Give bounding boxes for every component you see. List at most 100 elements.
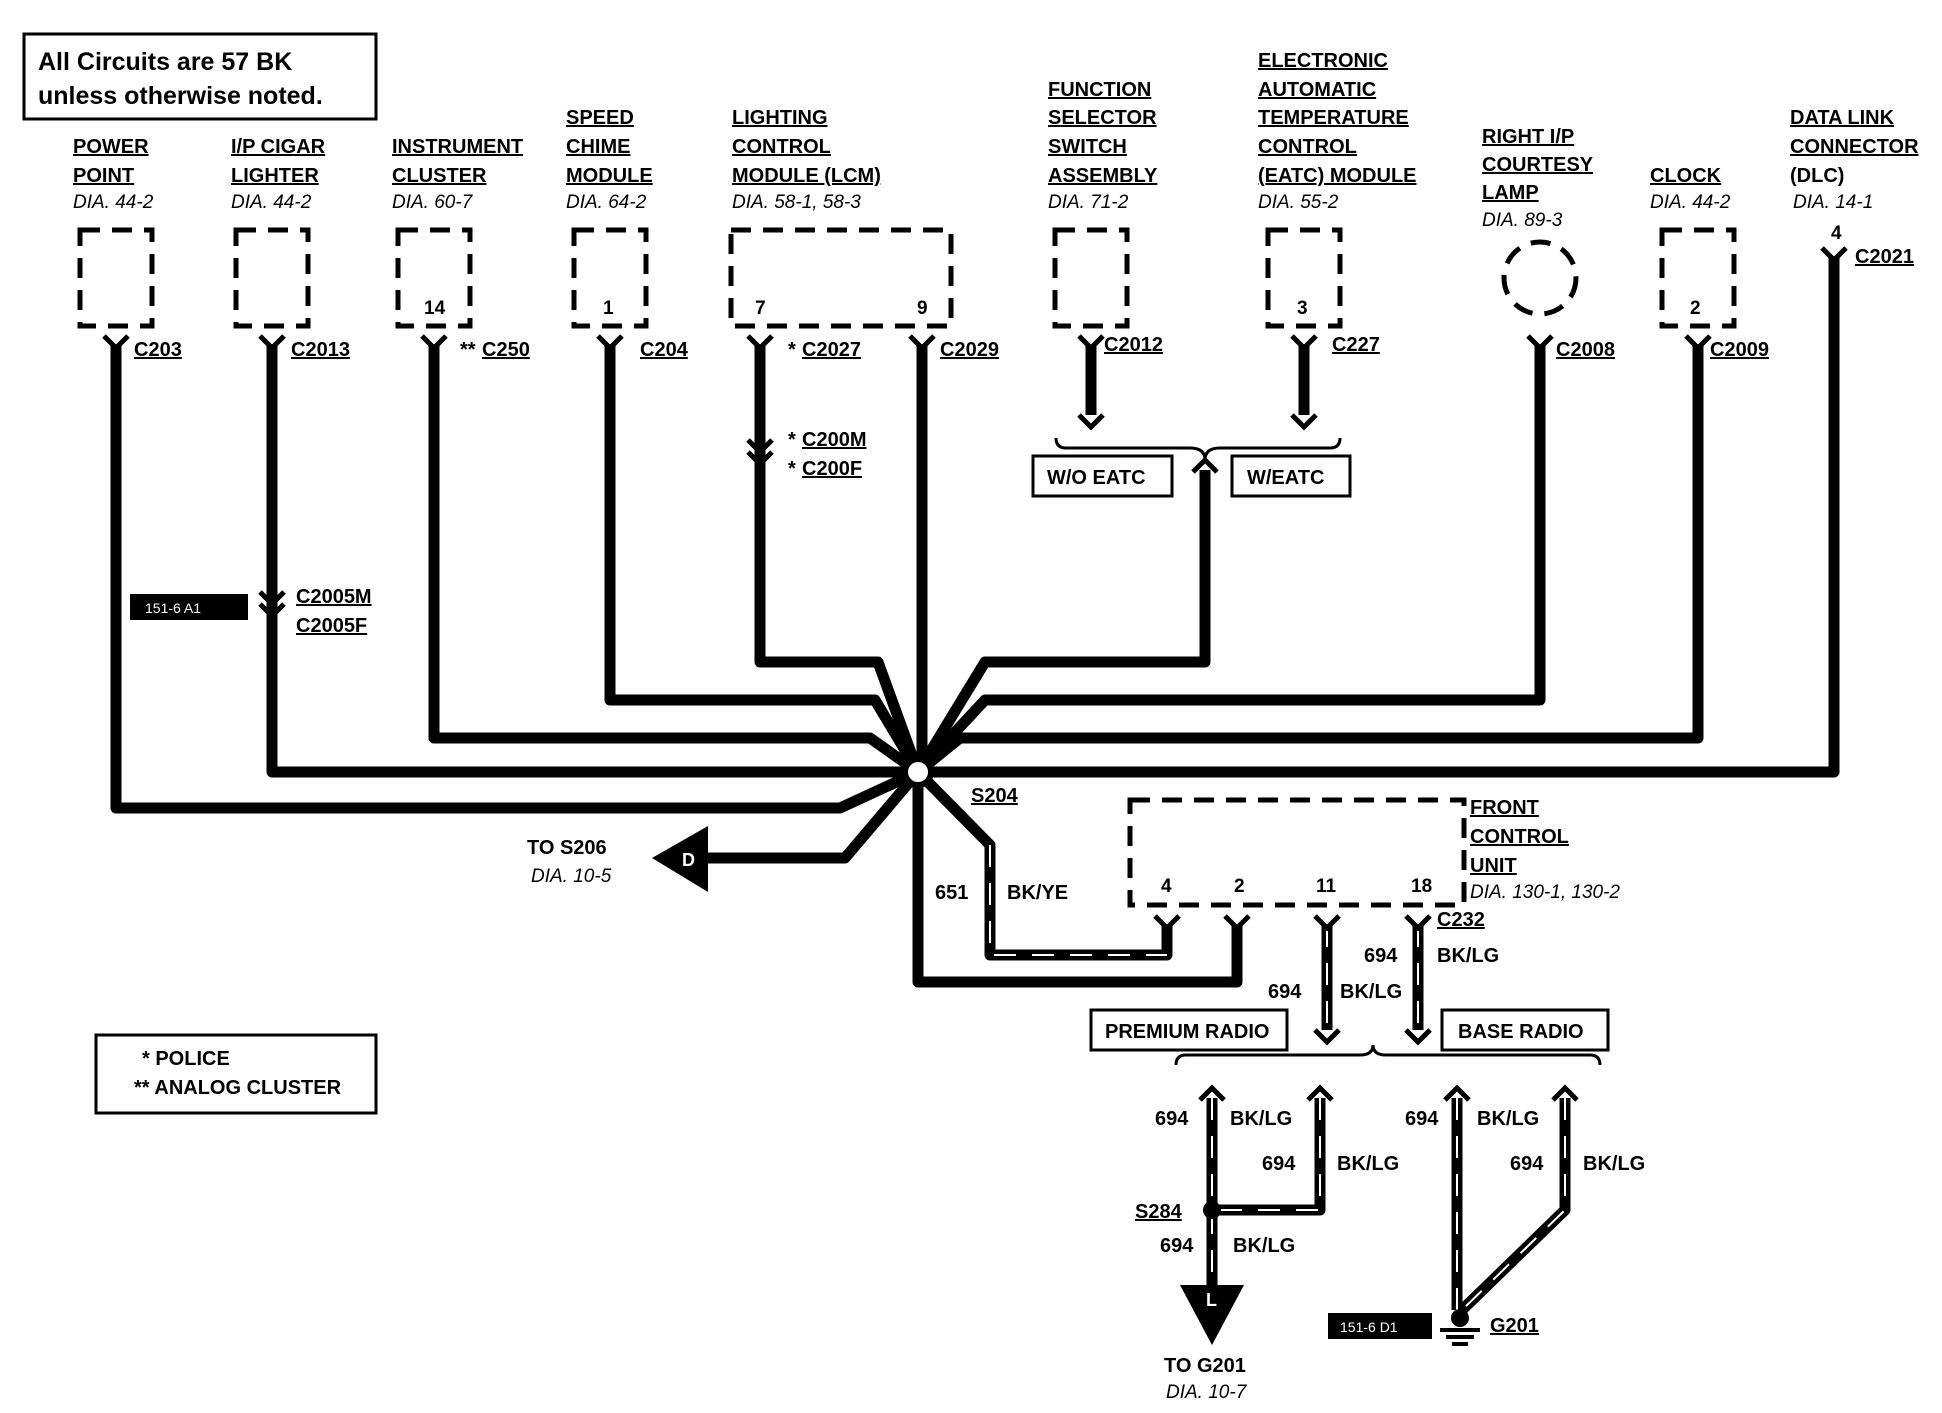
wire-instrument-cluster xyxy=(428,345,922,777)
cigar-lighter-component xyxy=(233,227,311,329)
instrument-cluster-component xyxy=(395,227,473,329)
to-s206: D TO S206 DIA. 10-5 xyxy=(527,826,708,892)
wire-base-b-stripe xyxy=(1461,1098,1566,1311)
circuit-694-pa: 694 xyxy=(1155,1108,1189,1130)
wo-eatc-label: W/O EATC xyxy=(1047,467,1146,489)
connector-c2009: C2009 xyxy=(1710,339,1769,361)
label-function-selector: FUNCTION SELECTOR SWITCH ASSEMBLY DIA. 7… xyxy=(1048,79,1158,213)
speed-chime-name-1: SPEED xyxy=(566,107,634,129)
fcu-pin-2: 2 xyxy=(1234,876,1245,897)
eatc-name-2: AUTOMATIC xyxy=(1258,79,1376,101)
circuit-694-pb: 694 xyxy=(1262,1153,1296,1175)
ground-g201-label: G201 xyxy=(1490,1315,1539,1337)
dlc-name-1: DATA LINK xyxy=(1790,107,1895,129)
wire-dlc xyxy=(918,258,1840,778)
to-s206-dia: DIA. 10-5 xyxy=(531,866,612,887)
cigar-lighter-name-2: LIGHTER xyxy=(231,165,319,187)
w-eatc-label: W/EATC xyxy=(1247,467,1324,489)
ref-tag-c2005-text: 151-6 A1 xyxy=(145,600,201,616)
fcu-name-2: CONTROL xyxy=(1470,826,1569,848)
courtesy-lamp-name-1: RIGHT I/P xyxy=(1482,126,1574,148)
legend-police: * POLICE xyxy=(142,1048,230,1070)
wire-cigar-lighter xyxy=(266,345,918,778)
speed-chime-dia: DIA. 64-2 xyxy=(566,192,647,213)
instrument-cluster-name-1: INSTRUMENT xyxy=(392,136,523,158)
courtesy-lamp-dia: DIA. 89-3 xyxy=(1482,210,1563,231)
circuit-bk-lg-g201: BK/LG xyxy=(1233,1235,1295,1257)
wire-eatc-branch xyxy=(913,470,1211,775)
wire-premium-b xyxy=(1212,1098,1326,1216)
connector-c2008: C2008 xyxy=(1556,339,1615,361)
circuit-bk-ye: BK/YE xyxy=(1007,882,1068,904)
base-radio-box: BASE RADIO xyxy=(1440,1008,1610,1052)
label-courtesy-lamp: RIGHT I/P COURTESY LAMP DIA. 89-3 xyxy=(1482,126,1594,231)
note-box: All Circuits are 57 BK unless otherwise … xyxy=(22,32,378,121)
label-speed-chime: SPEED CHIME MODULE DIA. 64-2 xyxy=(566,107,653,213)
base-radio-label: BASE RADIO xyxy=(1458,1021,1584,1043)
legend-box: * POLICE ** ANALOG CLUSTER xyxy=(94,1033,378,1115)
ref-tag-g201-text: 151-6 D1 xyxy=(1340,1319,1398,1335)
ref-tag-g201 xyxy=(1328,1313,1432,1339)
connector-c200m: C200M xyxy=(802,429,866,451)
label-power-point: POWER POINT DIA. 44-2 xyxy=(73,136,154,213)
to-g201-dia: DIA. 10-7 xyxy=(1166,1382,1248,1403)
circuit-694-fcu18: 694 xyxy=(1364,945,1398,967)
eatc-name-4: CONTROL xyxy=(1258,136,1357,158)
function-selector-name-2: SELECTOR xyxy=(1048,107,1157,129)
circuit-bk-lg-fcu11: BK/LG xyxy=(1340,981,1402,1003)
circuit-bk-lg-bb: BK/LG xyxy=(1583,1153,1645,1175)
connector-c2012: C2012 xyxy=(1104,334,1163,356)
function-selector-name-1: FUNCTION xyxy=(1048,79,1151,101)
fcu-pin-4: 18 xyxy=(1411,876,1432,897)
function-selector-name-4: ASSEMBLY xyxy=(1048,165,1158,187)
to-s206-letter: D xyxy=(682,850,695,870)
dlc-name-2: CONNECTOR xyxy=(1790,136,1919,158)
clock-name: CLOCK xyxy=(1650,165,1722,187)
clock-component xyxy=(1659,227,1737,329)
note-line-1: All Circuits are 57 BK xyxy=(38,48,292,76)
wire-power-point xyxy=(110,345,921,814)
lcm-component xyxy=(728,227,954,329)
label-clock: CLOCK DIA. 44-2 xyxy=(1650,165,1731,213)
power-point-dia: DIA. 44-2 xyxy=(73,192,154,213)
police-mark-c200f: * xyxy=(788,458,796,480)
radio-option-brace xyxy=(1174,1044,1602,1066)
instrument-cluster-pin: 14 xyxy=(424,298,446,319)
connector-c2005m: C2005M xyxy=(296,586,372,608)
circuit-694-ba: 694 xyxy=(1405,1108,1439,1130)
lcm-pin-a: 7 xyxy=(755,298,766,319)
ground-g201: G201 151-6 D1 xyxy=(1328,1309,1539,1346)
wire-lcm-7 xyxy=(754,345,924,774)
speed-chime-name-2: CHIME xyxy=(566,136,630,158)
lcm-name-1: LIGHTING xyxy=(732,107,828,129)
eatc-name-5: (EATC) MODULE xyxy=(1258,165,1417,187)
splice-s204 xyxy=(902,756,934,788)
splice-s284 xyxy=(1203,1201,1221,1219)
connector-c2021: C2021 xyxy=(1855,246,1914,268)
lcm-name-3: MODULE (LCM) xyxy=(732,165,881,187)
courtesy-lamp-name-2: COURTESY xyxy=(1482,154,1594,176)
premium-radio-label: PREMIUM RADIO xyxy=(1105,1021,1269,1043)
police-mark-c200m: * xyxy=(788,429,796,451)
eatc-component xyxy=(1265,227,1343,329)
to-g201-letter: L xyxy=(1206,1290,1217,1310)
circuit-694-fcu11: 694 xyxy=(1268,981,1302,1003)
dlc-dia: DIA. 14-1 xyxy=(1793,192,1873,213)
eatc-pin: 3 xyxy=(1297,298,1308,319)
eatc-dia: DIA. 55-2 xyxy=(1258,192,1339,213)
connector-c227: C227 xyxy=(1332,334,1380,356)
connector-c2005f: C2005F xyxy=(296,615,367,637)
analog-mark: ** xyxy=(460,339,476,361)
to-g201-arrow xyxy=(1180,1285,1244,1345)
power-point-name-1: POWER xyxy=(73,136,149,158)
lcm-name-2: CONTROL xyxy=(732,136,831,158)
fcu-pin-1: 4 xyxy=(1161,876,1172,897)
wo-eatc-box: W/O EATC xyxy=(1031,454,1174,498)
lcm-dia: DIA. 58-1, 58-3 xyxy=(732,192,861,213)
label-eatc: ELECTRONIC AUTOMATIC TEMPERATURE CONTROL… xyxy=(1258,50,1417,213)
dlc-pin: 4 xyxy=(1831,223,1842,244)
fcu-pin-3: 11 xyxy=(1316,876,1337,897)
circuit-bk-lg-fcu18: BK/LG xyxy=(1437,945,1499,967)
dlc-name-3: (DLC) xyxy=(1790,165,1844,187)
